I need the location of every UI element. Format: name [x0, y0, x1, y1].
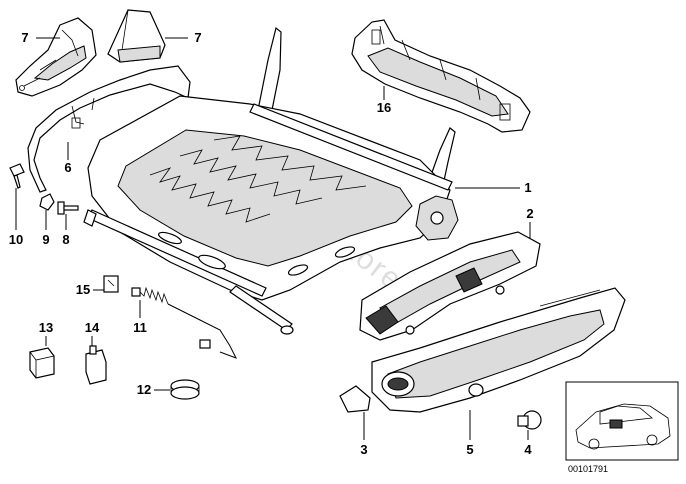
part-1-seat-frame[interactable] [83, 26, 459, 335]
callout-10: 10 [9, 232, 23, 247]
part-14-bracket[interactable] [85, 345, 107, 385]
callout-16: 16 [377, 100, 391, 115]
callout-labels: 7 7 16 1 2 6 10 9 8 15 11 12 13 14 3 5 4 [9, 30, 534, 457]
callout-15: 15 [76, 282, 90, 297]
callout-3: 3 [360, 442, 367, 457]
callout-12: 12 [137, 382, 151, 397]
part-10-screw[interactable] [9, 163, 25, 189]
part-7-left-trim[interactable] [15, 17, 97, 97]
part-7-triangle-cover[interactable] [107, 9, 166, 63]
callout-7-left: 7 [21, 30, 28, 45]
part-3-cover-cap[interactable] [339, 385, 371, 413]
callout-1: 1 [524, 180, 531, 195]
part-12-ring[interactable] [170, 379, 200, 400]
callout-13: 13 [39, 320, 53, 335]
part-8-bolt[interactable] [57, 201, 79, 215]
callout-6: 6 [64, 160, 71, 175]
part-11-spring-cable[interactable] [131, 286, 238, 359]
part-4-knob[interactable] [517, 410, 542, 430]
callout-11: 11 [133, 320, 147, 335]
callout-7-right: 7 [194, 30, 201, 45]
vehicle-thumbnail [565, 381, 679, 461]
callout-2: 2 [526, 206, 533, 221]
leader-lines [15, 37, 531, 440]
part-2-switch-housing[interactable] [359, 231, 541, 341]
part-13-block[interactable] [29, 347, 55, 379]
image-code: 00101791 [568, 464, 608, 474]
part-5-side-panel[interactable] [371, 287, 626, 413]
part-15-retaining-clip[interactable] [103, 275, 119, 293]
callout-14: 14 [85, 320, 100, 335]
callout-5: 5 [466, 442, 473, 457]
callout-8: 8 [62, 232, 69, 247]
callout-4: 4 [524, 442, 532, 457]
part-16-rail-bracket[interactable] [351, 19, 531, 133]
callout-9: 9 [42, 232, 49, 247]
part-9-clip[interactable] [39, 193, 55, 211]
